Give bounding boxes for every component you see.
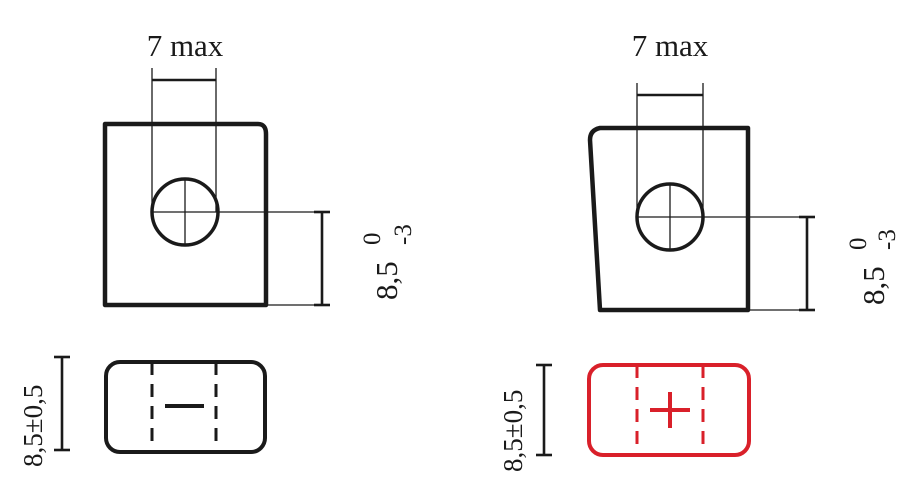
thickness-label: 8,5±0,5: [498, 390, 528, 472]
height-lower-tolerance: -3: [390, 224, 417, 245]
height-upper-tolerance: 0: [359, 233, 386, 246]
height-lower-tolerance: -3: [874, 229, 900, 250]
height-upper-tolerance: 0: [845, 238, 872, 251]
width-dimension-label: 7 max: [632, 28, 709, 63]
terminal-body-outline: [102, 121, 269, 308]
terminal-body-outline: [587, 125, 751, 313]
terminal-side-outline: [587, 363, 751, 457]
terminal-positive: 7 max 8,5 0 -3 8,5±0,5: [498, 28, 900, 472]
width-dimension-label: 7 max: [147, 28, 224, 63]
thickness-label: 8,5±0,5: [18, 385, 48, 467]
terminal-side-outline: [104, 360, 267, 454]
terminal-negative: 7 max 8,5 0 -3 8,5±0,5: [18, 28, 417, 467]
plus-icon: [650, 392, 690, 428]
height-nominal-label: 8,5: [856, 266, 891, 305]
height-nominal-label: 8,5: [369, 261, 404, 300]
